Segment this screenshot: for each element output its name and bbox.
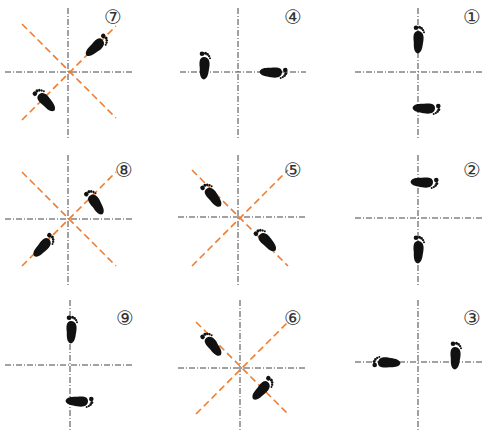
callout-number: ⑦ — [104, 7, 122, 27]
callout-number: ⑧ — [115, 160, 133, 180]
callout-number: ⑤ — [284, 160, 302, 180]
panel — [5, 300, 132, 430]
panel — [5, 8, 132, 140]
panel — [5, 155, 132, 285]
panel — [355, 300, 482, 430]
panel — [180, 8, 306, 140]
callout-number: ⑥ — [284, 308, 302, 328]
panel — [355, 8, 482, 140]
panel — [355, 155, 482, 285]
callout-number: ④ — [284, 7, 302, 27]
panel — [178, 300, 306, 430]
callout-number: ② — [463, 160, 481, 180]
callout-number: ⑨ — [116, 308, 134, 328]
panel — [178, 155, 306, 285]
callout-number: ③ — [463, 308, 481, 328]
callout-number: ① — [463, 7, 481, 27]
